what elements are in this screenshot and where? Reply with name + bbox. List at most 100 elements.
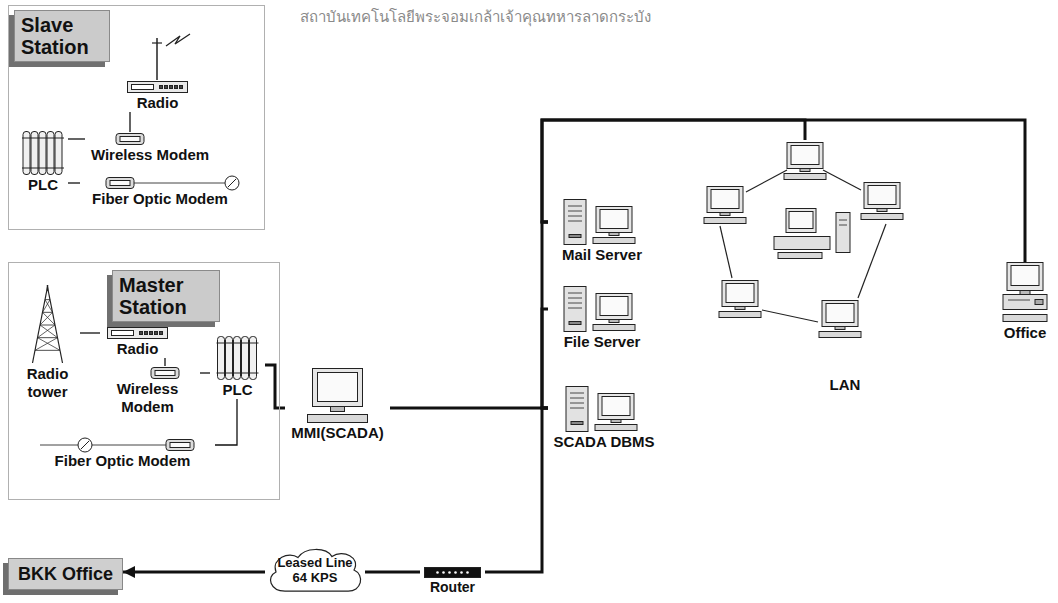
antenna-mast xyxy=(156,38,158,80)
network-connector xyxy=(215,399,237,445)
device-label: Router xyxy=(420,579,485,596)
device-label: LAN xyxy=(690,376,910,394)
icon-part xyxy=(308,415,368,423)
device-icon xyxy=(548,285,656,333)
device-icon xyxy=(548,198,656,246)
server-computer: File Server xyxy=(548,285,656,351)
icon-part xyxy=(569,235,581,238)
icon-part xyxy=(839,220,847,221)
icon-part xyxy=(40,325,55,326)
icon-part xyxy=(836,213,850,253)
device-label: Mail Server xyxy=(548,246,656,264)
device-icon xyxy=(548,385,660,433)
device-icon xyxy=(18,130,68,176)
fiber-optic-symbol xyxy=(225,176,239,190)
icon-part xyxy=(38,325,56,338)
radio-tower: Radio tower xyxy=(15,285,80,401)
icon-part xyxy=(165,86,168,89)
icon-part xyxy=(108,328,168,339)
icon-part xyxy=(609,320,619,323)
icon-part xyxy=(778,253,822,259)
device-icon xyxy=(285,368,390,424)
server-computer: Mail Server xyxy=(548,198,656,264)
network-connector xyxy=(129,112,130,132)
icon-part xyxy=(120,137,140,142)
device-icon xyxy=(564,287,635,332)
icon-part xyxy=(835,327,845,330)
icon-part xyxy=(132,85,154,90)
icon-part xyxy=(568,206,582,207)
icon-part xyxy=(1008,300,1030,301)
icon-part xyxy=(150,332,153,335)
fiber-cable xyxy=(40,445,166,446)
icon-part xyxy=(175,86,178,89)
icon-part xyxy=(722,281,758,307)
icon-part xyxy=(726,284,754,303)
icon-part xyxy=(839,225,847,226)
icon-part xyxy=(826,304,854,323)
device-icon xyxy=(33,285,63,363)
icon-part xyxy=(313,369,363,407)
network-connector xyxy=(68,182,80,183)
icon-part xyxy=(454,571,457,574)
icon-part xyxy=(598,394,634,420)
network-connector xyxy=(164,358,165,366)
wireless-modem: Wireless Modem xyxy=(95,366,200,416)
device-icon xyxy=(22,132,64,175)
icon-part xyxy=(593,238,635,244)
icon-part xyxy=(877,209,887,212)
icon-part xyxy=(331,407,345,412)
device-icon xyxy=(1003,263,1047,322)
station-heading: Slave Station xyxy=(21,14,103,58)
icon-part xyxy=(160,86,163,89)
icon-part xyxy=(711,190,739,209)
icon-part xyxy=(106,178,134,189)
icon-part xyxy=(1003,295,1047,310)
network-connector xyxy=(200,372,210,373)
device-icon xyxy=(95,366,200,380)
icon-part xyxy=(442,571,445,574)
icon-part xyxy=(568,298,582,299)
device-label: SCADA DBMS xyxy=(548,433,660,451)
fiber-modem: Fiber Optic Modem xyxy=(30,438,215,470)
icon-part xyxy=(789,212,813,229)
icon-part xyxy=(566,387,588,432)
icon-part xyxy=(145,332,148,335)
icon-part xyxy=(170,443,190,448)
icon-part xyxy=(571,422,583,425)
icon-part xyxy=(40,325,58,338)
device-icon xyxy=(120,80,195,94)
icon-part xyxy=(35,350,60,351)
icon-part xyxy=(784,174,826,180)
icon-part xyxy=(568,221,582,222)
office-box: BKK Office xyxy=(8,558,123,590)
device-icon xyxy=(210,335,265,381)
network-connector xyxy=(542,120,1025,262)
icon-part xyxy=(1020,291,1030,295)
device-icon xyxy=(106,178,134,189)
icon-part xyxy=(466,571,469,574)
icon-part xyxy=(569,322,581,325)
icon-part xyxy=(570,398,584,399)
icon-part xyxy=(318,373,358,402)
server-computer: SCADA DBMS xyxy=(548,385,660,451)
icon-part xyxy=(160,332,163,335)
station-heading-box: Master Station xyxy=(112,270,220,322)
icon-part xyxy=(719,312,761,318)
icon-part xyxy=(38,338,61,351)
device-label: Office xyxy=(996,324,1054,342)
icon-part xyxy=(602,397,630,416)
device-icon xyxy=(151,368,179,379)
device-icon xyxy=(108,328,168,339)
device-icon xyxy=(166,440,194,451)
icon-part xyxy=(112,331,134,336)
icon-part xyxy=(823,170,861,190)
wireless-modem: Wireless Modem xyxy=(85,132,215,164)
icon-part xyxy=(593,325,635,331)
icon-part xyxy=(448,571,451,574)
device-label: Radio xyxy=(100,340,175,358)
device-icon xyxy=(996,262,1054,324)
icon-part xyxy=(746,170,787,192)
icon-part xyxy=(436,571,439,574)
